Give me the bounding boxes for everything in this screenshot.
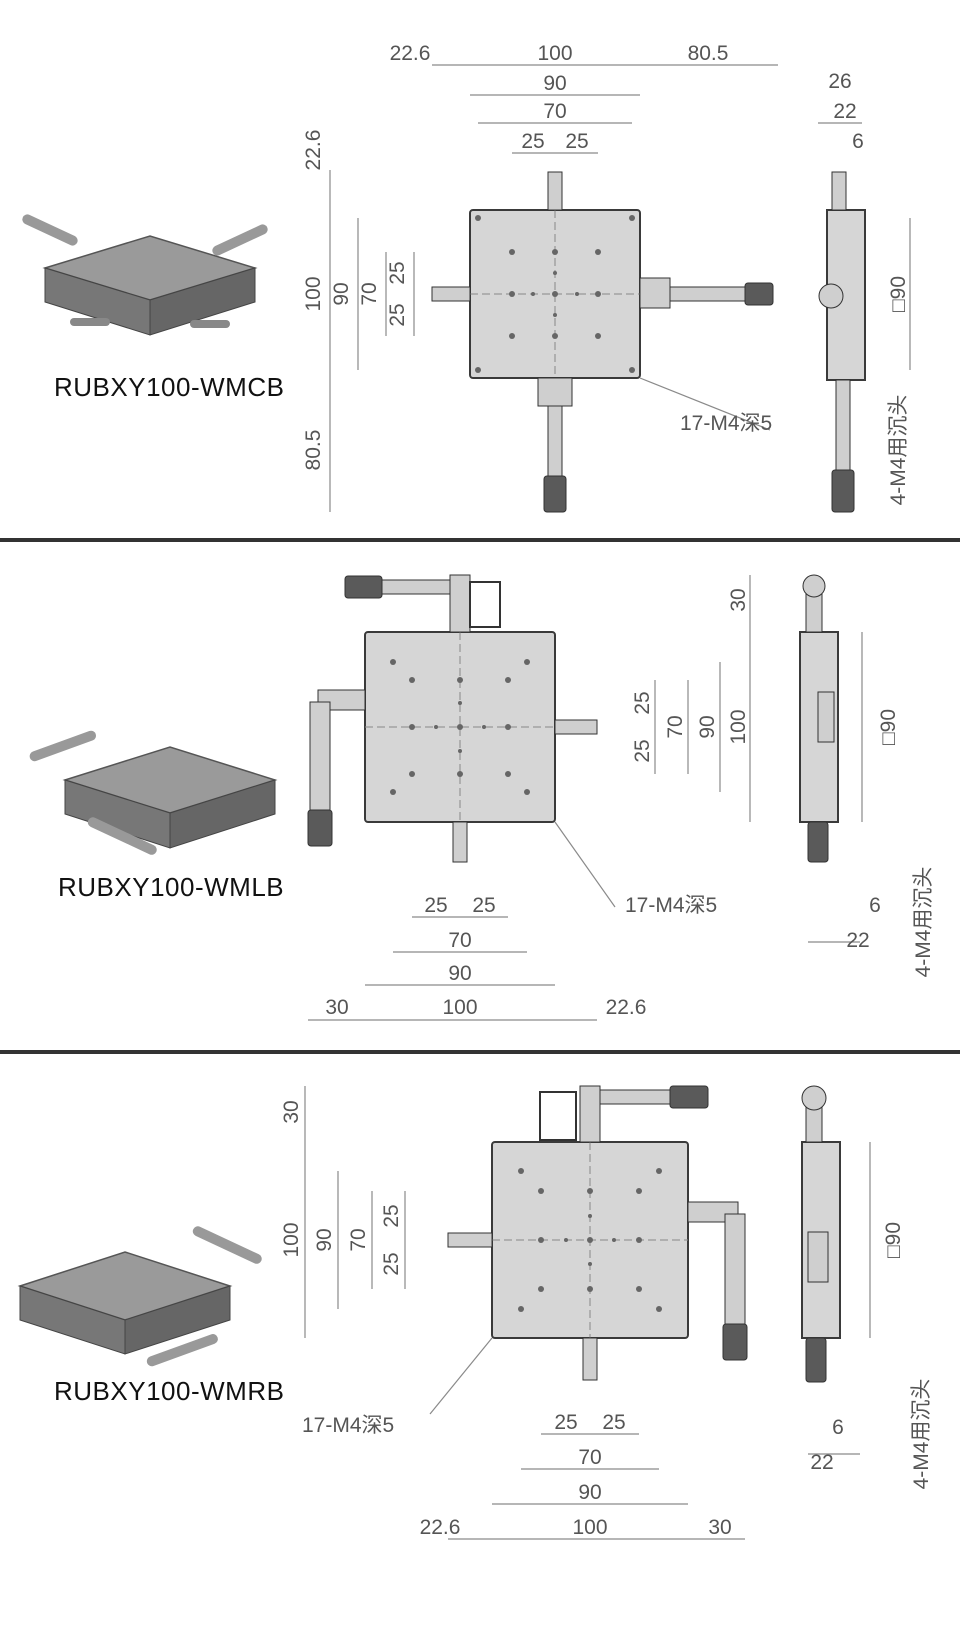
dim-w25b: 25 (602, 1411, 625, 1434)
dim-width: 100 (442, 996, 477, 1019)
stage-side-wmcb (818, 171, 866, 513)
dim-h70: 70 (347, 1228, 370, 1251)
dim-w25b: 25 (472, 894, 495, 917)
side-dim-sq90: □90 (882, 1222, 905, 1258)
holes-callout: 17-M4深5 (302, 1414, 394, 1437)
dim-right-ext: 30 (708, 1516, 731, 1539)
dim-height: 100 (280, 1222, 303, 1257)
dim-h25a: 25 (380, 1204, 403, 1227)
side-dim-6: 6 (852, 130, 864, 153)
dim-left-margin: 22.6 (390, 42, 431, 65)
side-dim-6: 6 (832, 1416, 844, 1439)
dim-w25a: 25 (521, 130, 544, 153)
dim-height: 100 (727, 709, 750, 744)
dim-w70: 70 (543, 100, 566, 123)
dim-right-margin: 22.6 (606, 996, 647, 1019)
dim-h70: 70 (664, 715, 687, 738)
side-counterbore: 4-M4用沉头 (887, 395, 910, 506)
stage-front-wmcb (431, 171, 774, 513)
panel-wmcb-drawing: 22.6 100 80.5 90 70 25 25 22.6 100 90 70… (22, 42, 911, 513)
dim-h90: 90 (696, 715, 719, 738)
model-label-wmrb: RUBXY100-WMRB (54, 1376, 285, 1406)
panel-wmlb-drawing: 30 100 90 70 25 25 25 25 70 90 30 100 22… (29, 574, 935, 1021)
dim-h25b: 25 (386, 303, 409, 326)
stage-front-wmlb (307, 574, 598, 863)
model-label-wmcb: RUBXY100-WMCB (54, 372, 285, 402)
holes-callout: 17-M4深5 (680, 412, 772, 435)
panel-wmrb-drawing: 30 100 90 70 25 25 25 25 70 90 22.6 100 … (17, 1085, 933, 1540)
dimension-lines-wmcb (329, 64, 911, 512)
product-photo-wmlb (29, 730, 278, 855)
panel-wmcb: 22.6 100 80.5 90 70 25 25 22.6 100 90 70… (0, 0, 960, 540)
stage-front-wmrb (447, 1085, 748, 1381)
dim-top-ext: 30 (727, 588, 750, 611)
dim-h25b: 25 (631, 739, 654, 762)
model-label-wmlb: RUBXY100-WMLB (58, 872, 285, 902)
product-photo-wmcb (22, 214, 268, 336)
dim-h25b: 25 (380, 1252, 403, 1275)
dim-left-margin: 22.6 (420, 1516, 461, 1539)
stage-side-wmrb (801, 1085, 841, 1383)
side-dim-22: 22 (846, 929, 869, 952)
stage-side-wmlb (799, 574, 839, 863)
dim-w25a: 25 (554, 1411, 577, 1434)
divider-1 (0, 538, 960, 542)
dim-w90: 90 (578, 1481, 601, 1504)
side-dim-22: 22 (810, 1451, 833, 1474)
side-dim-22: 22 (833, 100, 856, 123)
panel-wmlb: 30 100 90 70 25 25 25 25 70 90 30 100 22… (0, 542, 960, 1052)
dim-width: 100 (572, 1516, 607, 1539)
dimension-lines-wmrb (304, 1086, 871, 1540)
side-dim-6: 6 (869, 894, 881, 917)
dim-top-ext: 30 (280, 1100, 303, 1123)
side-counterbore: 4-M4用沉头 (910, 1379, 933, 1490)
side-dim-sq90: □90 (877, 709, 900, 745)
dim-h90: 90 (330, 282, 353, 305)
dim-h25a: 25 (631, 691, 654, 714)
dim-width: 100 (537, 42, 572, 65)
dim-bottom-ext: 80.5 (302, 430, 325, 471)
side-counterbore: 4-M4用沉头 (912, 867, 935, 978)
holes-callout: 17-M4深5 (625, 894, 717, 917)
dim-w90: 90 (543, 72, 566, 95)
side-dim-26: 26 (828, 70, 851, 93)
dim-h25a: 25 (386, 261, 409, 284)
dim-w25b: 25 (565, 130, 588, 153)
dim-left-ext: 30 (325, 996, 348, 1019)
dim-top-margin: 22.6 (302, 130, 325, 171)
dim-w90: 90 (448, 962, 471, 985)
divider-2 (0, 1050, 960, 1054)
dim-height: 100 (302, 276, 325, 311)
dim-h90: 90 (313, 1228, 336, 1251)
dim-w25a: 25 (424, 894, 447, 917)
panel-wmrb: 30 100 90 70 25 25 25 25 70 90 22.6 100 … (0, 1054, 960, 1637)
side-dim-sq90: □90 (887, 276, 910, 312)
dim-h70: 70 (358, 282, 381, 305)
dimension-lines-wmlb (308, 575, 863, 1021)
dim-w70: 70 (578, 1446, 601, 1469)
product-photo-wmrb (17, 1226, 262, 1367)
dim-right-ext: 80.5 (688, 42, 729, 65)
dim-w70: 70 (448, 929, 471, 952)
